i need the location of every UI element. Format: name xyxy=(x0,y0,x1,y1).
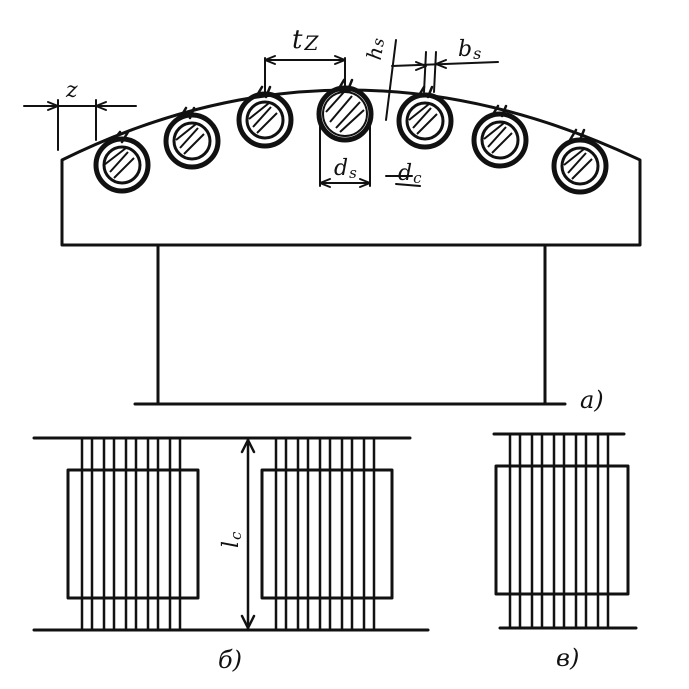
slot xyxy=(471,104,529,169)
slot xyxy=(236,85,294,149)
dimension-bs: bs xyxy=(391,37,499,93)
dimension-ds: ds xyxy=(319,119,371,188)
label-hs: hs xyxy=(362,36,389,62)
dimension-z: z xyxy=(23,78,137,151)
label-bs: bs xyxy=(458,37,481,63)
length-dimension-lc: lc xyxy=(219,438,256,630)
slot xyxy=(396,85,454,150)
panel-label-b: б) xyxy=(218,646,242,674)
label-ds: ds xyxy=(334,156,357,182)
slot xyxy=(163,106,221,170)
label-lc: lc xyxy=(219,531,245,548)
panel-b: lc б) xyxy=(32,436,430,674)
conductor-bundle-right xyxy=(260,436,394,632)
slot xyxy=(93,130,151,194)
label-z: z xyxy=(65,78,78,103)
conductor-bundle-left xyxy=(66,436,200,632)
conductor-bundle xyxy=(494,432,630,630)
dimension-dc: dc xyxy=(385,161,422,187)
panel-label-c: в) xyxy=(556,644,579,672)
panel-c: в) xyxy=(492,432,638,672)
panel-label-a: a) xyxy=(580,386,604,414)
label-dc: dc xyxy=(398,161,422,187)
slot xyxy=(551,128,609,195)
dimension-hs: hs xyxy=(362,36,397,121)
